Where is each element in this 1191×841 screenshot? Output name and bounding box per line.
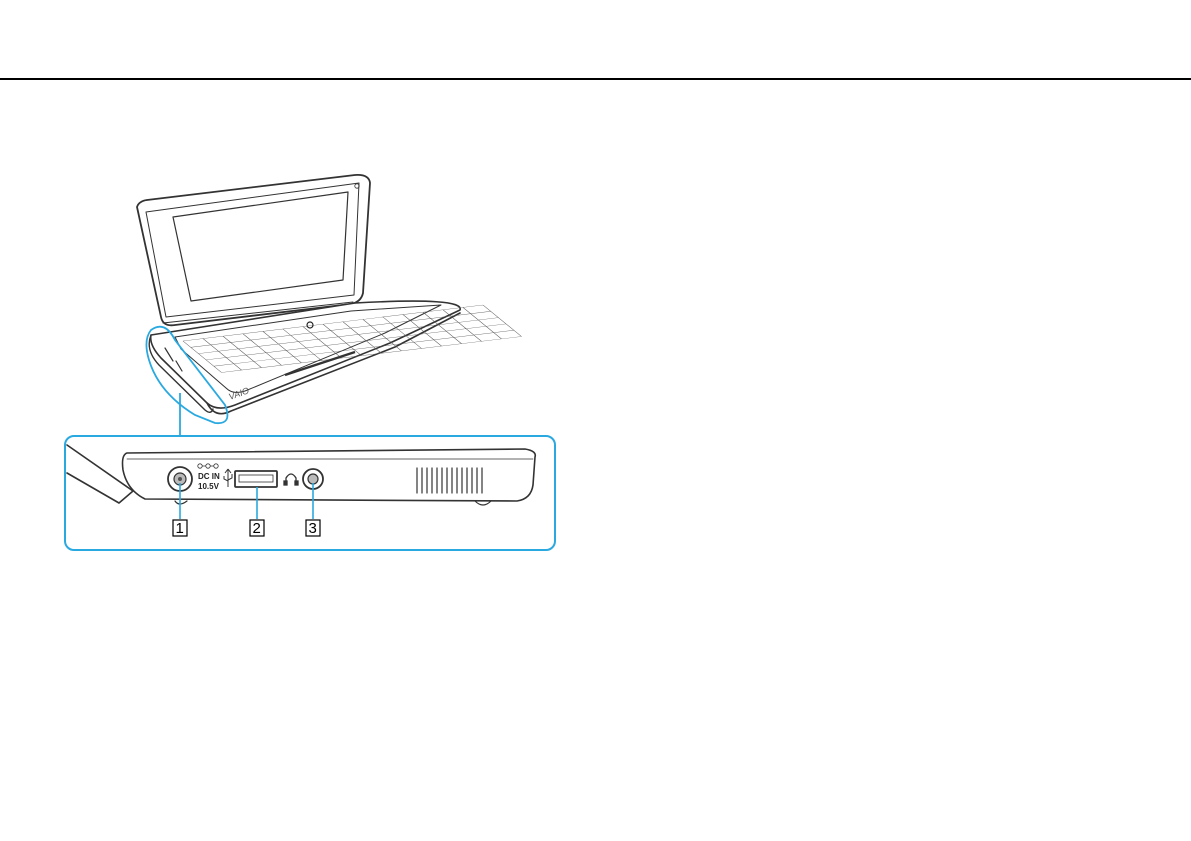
- dc-in-voltage-label: 10.5V: [198, 482, 220, 491]
- callout-number: 1: [176, 520, 184, 537]
- callout-number: 2: [253, 520, 261, 537]
- callout-1: 1: [173, 520, 187, 537]
- dc-in-label: DC IN: [198, 472, 220, 481]
- usb-port: [235, 471, 277, 487]
- laptop-left-side-figure: VAIO DC IN 10.5V: [55, 165, 565, 560]
- side-view-illustration: [67, 445, 535, 505]
- callout-number: 3: [309, 520, 317, 537]
- callout-2: 2: [250, 520, 264, 537]
- laptop-illustration: [137, 175, 460, 414]
- callout-3: 3: [306, 520, 320, 537]
- header-rule: [0, 78, 1191, 80]
